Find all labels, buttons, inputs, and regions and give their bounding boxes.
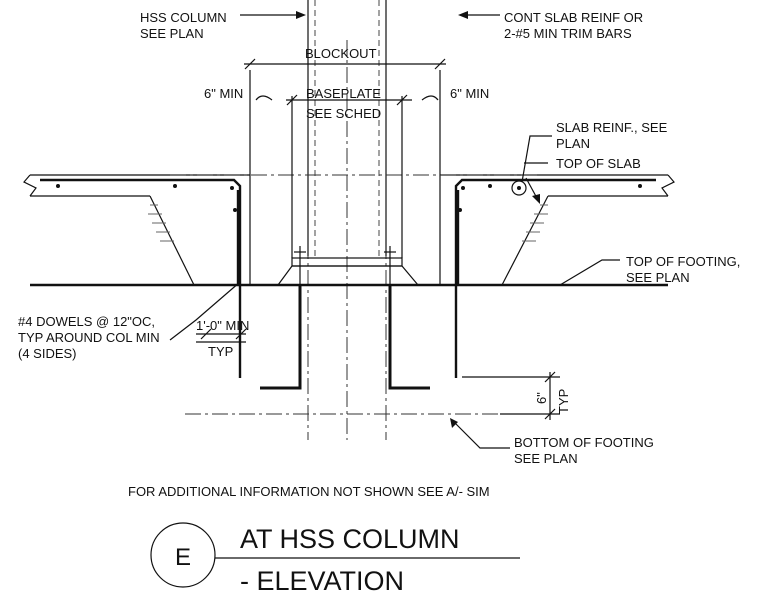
dowels-label-3: (4 SIDES) xyxy=(18,346,77,361)
blockout-label: BLOCKOUT xyxy=(305,46,377,61)
dowels-label-2: TYP AROUND COL MIN xyxy=(18,330,160,345)
detail-title-line1: AT HSS COLUMN xyxy=(240,524,460,554)
detail-bubble xyxy=(150,522,216,588)
bottom-of-footing-label-2: SEE PLAN xyxy=(514,451,578,466)
six-min-left-label: 6" MIN xyxy=(204,86,243,101)
one-foot-dimension xyxy=(196,328,247,343)
dowels-label: #4 DOWELS @ 12"OC, xyxy=(18,314,155,329)
cont-slab-label-2: 2-#5 MIN TRIM BARS xyxy=(504,26,632,41)
slab-reinf-label: SLAB REINF., SEE xyxy=(556,120,668,135)
slab-reinf-label-2: PLAN xyxy=(556,136,590,151)
rebar-dots xyxy=(56,180,642,212)
detail-letter: E xyxy=(175,544,191,571)
column-lines xyxy=(307,0,387,440)
one-foot-min-label: 1'-0" MIN xyxy=(196,318,249,333)
hss-column-label-2: SEE PLAN xyxy=(140,26,204,41)
anchor-bolts xyxy=(260,285,430,390)
typ-right-label: TYP xyxy=(556,389,571,414)
baseplate-dimension xyxy=(255,94,439,258)
detail-title-line2: - ELEVATION xyxy=(240,566,404,596)
six-inch-dimension xyxy=(462,371,560,420)
slab-left xyxy=(23,174,251,286)
baseplate xyxy=(277,246,419,286)
title-block: E AT HSS COLUMN - ELEVATION xyxy=(150,522,520,596)
bottom-of-footing-label: BOTTOM OF FOOTING xyxy=(514,435,654,450)
top-of-footing-label: TOP OF FOOTING, xyxy=(626,254,740,269)
cont-slab-label: CONT SLAB REINF OR xyxy=(504,10,643,25)
callout-texts: HSS COLUMN SEE PLAN CONT SLAB REINF OR 2… xyxy=(18,10,740,499)
baseplate-label-2: SEE SCHED xyxy=(306,106,381,121)
hss-column-label: HSS COLUMN xyxy=(140,10,227,25)
six-inch-label: 6" xyxy=(534,392,549,404)
typ-left-label: TYP xyxy=(208,344,233,359)
top-of-footing-label-2: SEE PLAN xyxy=(626,270,690,285)
leaders xyxy=(169,11,620,449)
top-of-slab-label: TOP OF SLAB xyxy=(556,156,641,171)
additional-info-note: FOR ADDITIONAL INFORMATION NOT SHOWN SEE… xyxy=(128,484,490,499)
dowels xyxy=(40,178,656,378)
blockout-dimension xyxy=(244,58,446,175)
baseplate-label: BASEPLATE xyxy=(306,86,381,101)
six-min-right-label: 6" MIN xyxy=(450,86,489,101)
